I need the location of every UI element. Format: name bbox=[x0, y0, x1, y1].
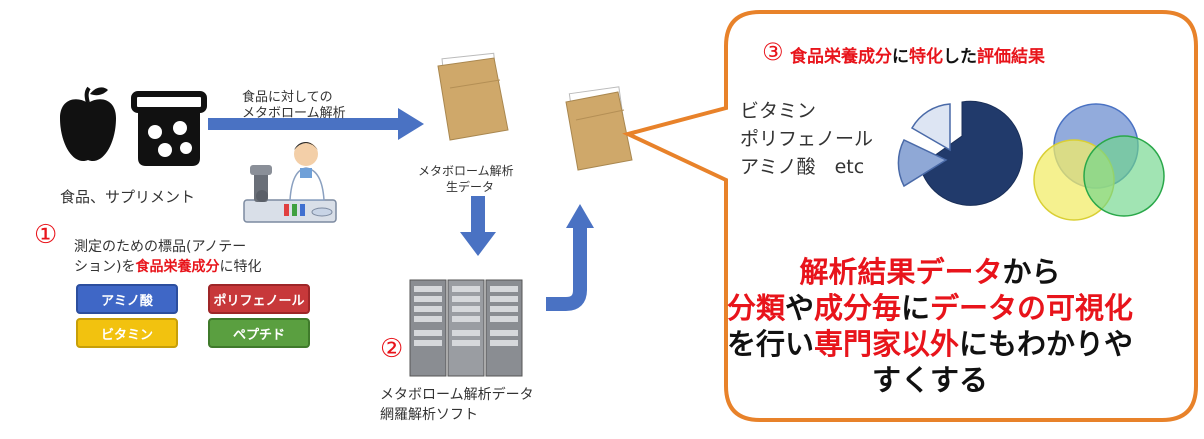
step2-label-line2: 網羅解析ソフト bbox=[380, 407, 478, 423]
arrow-label-line1: 食品に対しての bbox=[242, 90, 333, 105]
summary-line2: 分類や成分毎にデータの可視化 bbox=[726, 291, 1134, 325]
arrow-analysis bbox=[208, 108, 424, 140]
component-tag: ポリフェノール bbox=[208, 284, 310, 314]
scientist-icon bbox=[243, 142, 337, 223]
venn-diagram-icon bbox=[1033, 103, 1165, 221]
arrow-to-software bbox=[460, 196, 496, 256]
step3-number: ③ bbox=[762, 38, 784, 66]
summary-line4: すくする bbox=[871, 363, 988, 397]
step3-title: 食品栄養成分に特化した評価結果 bbox=[790, 47, 1045, 67]
step1-text-line1: 測定のための標品(アノテー bbox=[74, 239, 247, 255]
food-supplement-label: 食品、サプリメント bbox=[60, 188, 196, 206]
summary-line3: を行い専門家以外にもわかりや bbox=[726, 327, 1134, 361]
arrow-label-line2: メタボローム解析 bbox=[242, 106, 346, 121]
step2-label-line1: メタボローム解析データ bbox=[380, 387, 534, 403]
component-tag: アミノ酸 bbox=[76, 284, 178, 314]
pie-chart-icon bbox=[897, 100, 1023, 206]
component-tag: ビタミン bbox=[76, 318, 178, 348]
step1-highlight: 食品栄養成分 bbox=[135, 259, 220, 275]
raw-data-folder-icon bbox=[437, 52, 509, 141]
server-rack-icon bbox=[409, 279, 523, 377]
raw-data-label-line2: 生データ bbox=[446, 180, 495, 194]
component-tag: ペプチド bbox=[208, 318, 310, 348]
result-speech-bubble bbox=[622, 10, 1198, 422]
component-item: ポリフェノール bbox=[740, 128, 874, 150]
step1-text-line2: ション)を食品栄養成分に特化 bbox=[74, 259, 262, 275]
step2-number: ② bbox=[380, 334, 404, 364]
arrow-to-results bbox=[546, 204, 594, 311]
component-item: ビタミン bbox=[740, 100, 817, 122]
apple-icon bbox=[60, 86, 116, 162]
summary-line1: 解析結果データから bbox=[799, 255, 1061, 289]
raw-data-label-line1: メタボローム解析 bbox=[418, 164, 514, 178]
step1-number: ① bbox=[34, 220, 58, 250]
component-item: アミノ酸 etc bbox=[740, 156, 865, 178]
supplement-jar-icon bbox=[131, 91, 207, 166]
result-folder-icon bbox=[565, 86, 633, 171]
